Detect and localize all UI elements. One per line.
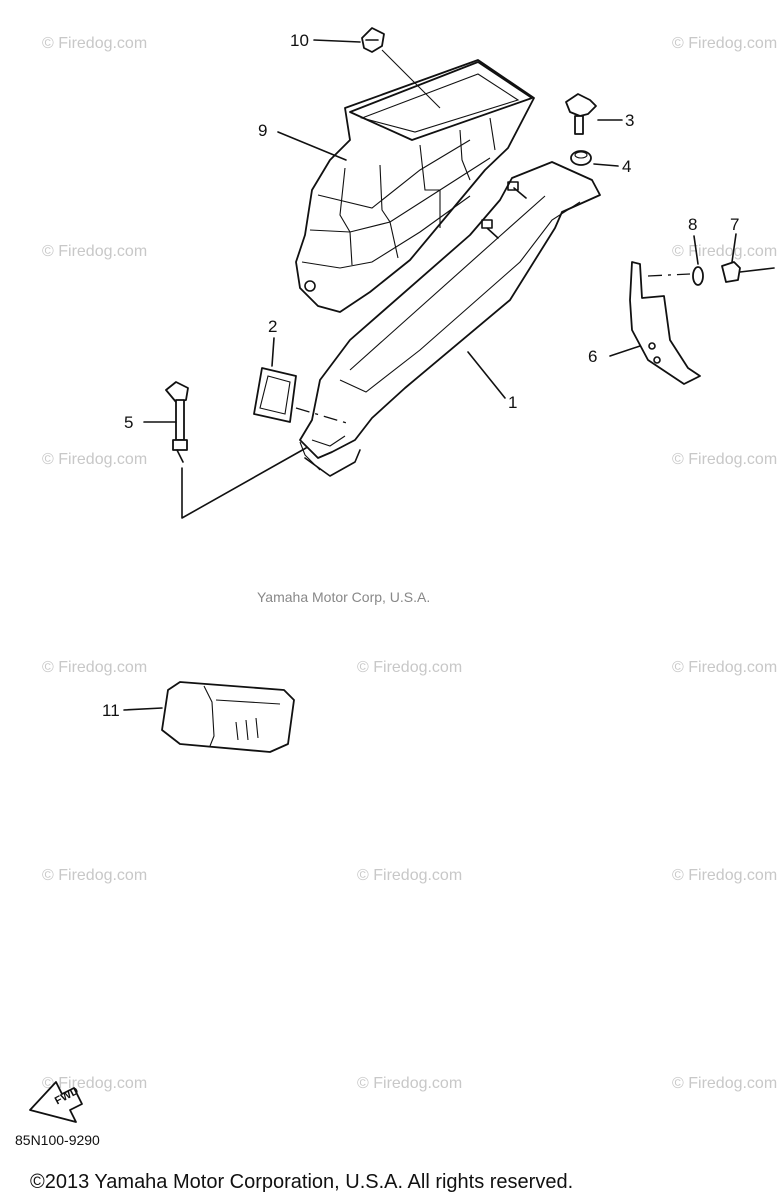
watermark: © Firedog.com xyxy=(42,659,147,676)
part-1-tray xyxy=(299,161,601,477)
callout-1: 1 xyxy=(508,393,517,412)
fwd-arrow-icon: FWD xyxy=(29,1081,83,1123)
watermark: © Firedog.com xyxy=(42,1075,147,1092)
watermark: © Firedog.com xyxy=(42,35,147,52)
part-code: 85N100-9290 xyxy=(15,1132,100,1148)
watermark-layer: © Firedog.com © Firedog.com © Firedog.co… xyxy=(42,35,777,1092)
watermark: © Firedog.com xyxy=(672,35,777,52)
callout-9: 9 xyxy=(258,121,267,140)
callout-7: 7 xyxy=(730,215,739,234)
watermark: © Firedog.com xyxy=(357,867,462,884)
callout-2: 2 xyxy=(268,317,277,336)
part-10-wing-screw xyxy=(361,27,385,53)
part-6-side-bracket xyxy=(629,261,701,385)
leader-2 xyxy=(271,337,275,367)
callout-10: 10 xyxy=(290,31,309,50)
leader-11 xyxy=(123,707,163,711)
callout-5: 5 xyxy=(124,413,133,432)
watermark: © Firedog.com xyxy=(672,1075,777,1092)
leader-10 xyxy=(313,39,361,43)
part-2-gasket xyxy=(253,367,297,423)
watermark: © Firedog.com xyxy=(672,243,777,260)
callout-11: 11 xyxy=(102,701,120,720)
leader-8 xyxy=(693,235,699,265)
watermark: © Firedog.com xyxy=(357,1075,462,1092)
leader-9 xyxy=(277,131,347,161)
watermark: © Firedog.com xyxy=(357,659,462,676)
dash-2-to-1 xyxy=(295,407,351,425)
callout-4: 4 xyxy=(622,157,631,176)
callout-8: 8 xyxy=(688,215,697,234)
watermark: © Firedog.com xyxy=(672,659,777,676)
leader-1 xyxy=(467,351,506,399)
leader-5-to-1 xyxy=(181,447,307,519)
part-5-long-bolt xyxy=(165,381,189,463)
leader-6 xyxy=(609,345,641,357)
callout-6: 6 xyxy=(588,347,597,366)
watermark: © Firedog.com xyxy=(42,867,147,884)
leader-7 xyxy=(731,233,737,263)
part-3-wing-bolt xyxy=(565,93,597,135)
watermark: © Firedog.com xyxy=(42,451,147,468)
copyright-text: ©2013 Yamaha Motor Corporation, U.S.A. A… xyxy=(30,1171,573,1193)
part-11-pad xyxy=(161,681,295,753)
watermark: © Firedog.com xyxy=(672,867,777,884)
leader-4 xyxy=(593,163,619,167)
part-9-duct xyxy=(295,59,535,313)
part-8-washer xyxy=(692,266,704,286)
credit-text: Yamaha Motor Corp, U.S.A. xyxy=(257,589,430,605)
part-4-grommet xyxy=(570,150,592,166)
callout-3: 3 xyxy=(625,111,634,130)
dash-6-to-8 xyxy=(647,273,691,277)
callout-layer: 1 2 3 4 5 6 7 8 9 10 11 xyxy=(102,31,739,720)
leader-10-to-duct xyxy=(381,49,441,109)
part-7-screw xyxy=(721,261,775,283)
watermark: © Firedog.com xyxy=(672,451,777,468)
watermark: © Firedog.com xyxy=(42,243,147,260)
